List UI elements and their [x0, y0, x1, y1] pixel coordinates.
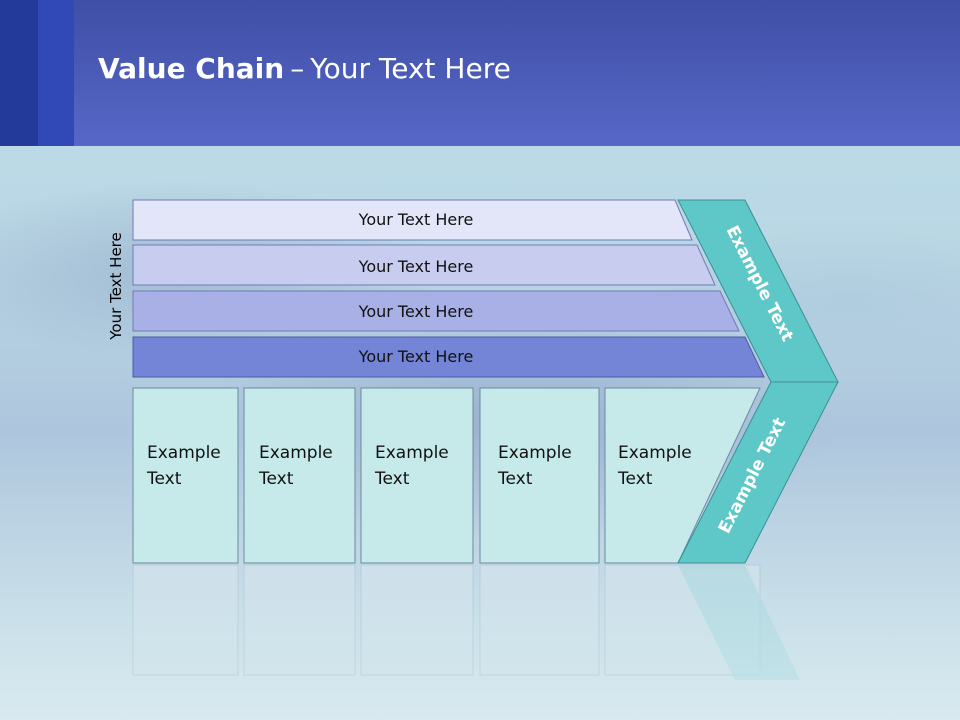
box-text-line1: Example	[618, 443, 692, 463]
box-text-line1: Example	[147, 443, 221, 463]
activity-box-3-text: Example Text	[375, 440, 449, 492]
activity-box-5-text: Example Text	[618, 440, 692, 492]
activity-box-3	[360, 387, 474, 564]
bar-2-label: Your Text Here	[358, 257, 474, 276]
activity-box-2-text: Example Text	[259, 440, 333, 492]
diagram-reflection	[132, 564, 800, 680]
bar-4	[132, 336, 765, 378]
bar-3-label: Your Text Here	[358, 302, 474, 321]
activity-box-1	[132, 387, 239, 564]
bar-2	[132, 244, 716, 286]
box-text-line2: Text	[618, 469, 653, 489]
bar-4-label: Your Text Here	[358, 347, 474, 366]
box-text-line2: Text	[259, 469, 294, 489]
title-rest: Your Text Here	[310, 52, 511, 85]
header-accent-strip-light	[38, 0, 74, 146]
bar-3	[132, 290, 740, 332]
box-text-line2: Text	[147, 469, 182, 489]
bar-1	[132, 199, 693, 241]
bar-1-label: Your Text Here	[358, 210, 474, 229]
box-text-line1: Example	[375, 443, 449, 463]
slide-header: Value Chain–Your Text Here	[0, 0, 960, 146]
box-text-line1: Example	[498, 443, 572, 463]
activity-box-4	[479, 387, 600, 564]
activity-box-4-text: Example Text	[498, 440, 572, 492]
margin-chevron-lower	[677, 381, 839, 564]
box-text-line2: Text	[498, 469, 533, 489]
header-accent-strip	[0, 0, 38, 146]
activity-box-2	[243, 387, 356, 564]
title-separator: –	[290, 52, 305, 85]
slide-title: Value Chain–Your Text Here	[98, 52, 511, 85]
activity-box-1-text: Example Text	[147, 440, 221, 492]
box-text-line1: Example	[259, 443, 333, 463]
box-text-line2: Text	[375, 469, 410, 489]
title-bold: Value Chain	[98, 52, 285, 85]
